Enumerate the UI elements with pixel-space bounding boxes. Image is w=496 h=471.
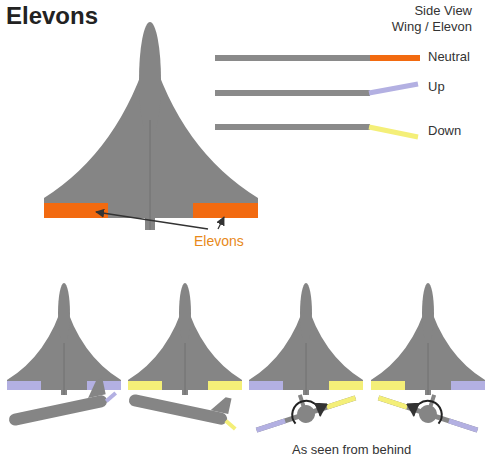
- pitch-down-plane: [128, 283, 242, 395]
- roll-right-plane: [249, 283, 363, 395]
- position-label: Down: [428, 124, 461, 139]
- fuselage-side-pitch-up: [5, 376, 118, 426]
- elevon-right: [193, 203, 258, 218]
- roll-left-plane: [371, 283, 485, 395]
- part-label: Elevons: [194, 233, 244, 249]
- heading-label: Side View: [414, 4, 472, 19]
- diagram-title: Elevons: [6, 2, 98, 30]
- side-view-wing: [215, 58, 420, 137]
- position-label: Neutral: [428, 50, 470, 65]
- position-label: Up: [428, 80, 445, 95]
- caption-note: As seen from behind: [292, 443, 411, 458]
- pitch-up-plane: [7, 283, 121, 395]
- heading-label: Wing / Elevon: [392, 20, 472, 35]
- rear-view-roll-right: [250, 379, 358, 439]
- leader-line: [96, 212, 208, 229]
- leader-line: [218, 217, 224, 229]
- rear-view-roll-left: [376, 379, 484, 439]
- fuselage-side-pitch-down: [128, 378, 242, 429]
- elevon-left: [44, 203, 108, 218]
